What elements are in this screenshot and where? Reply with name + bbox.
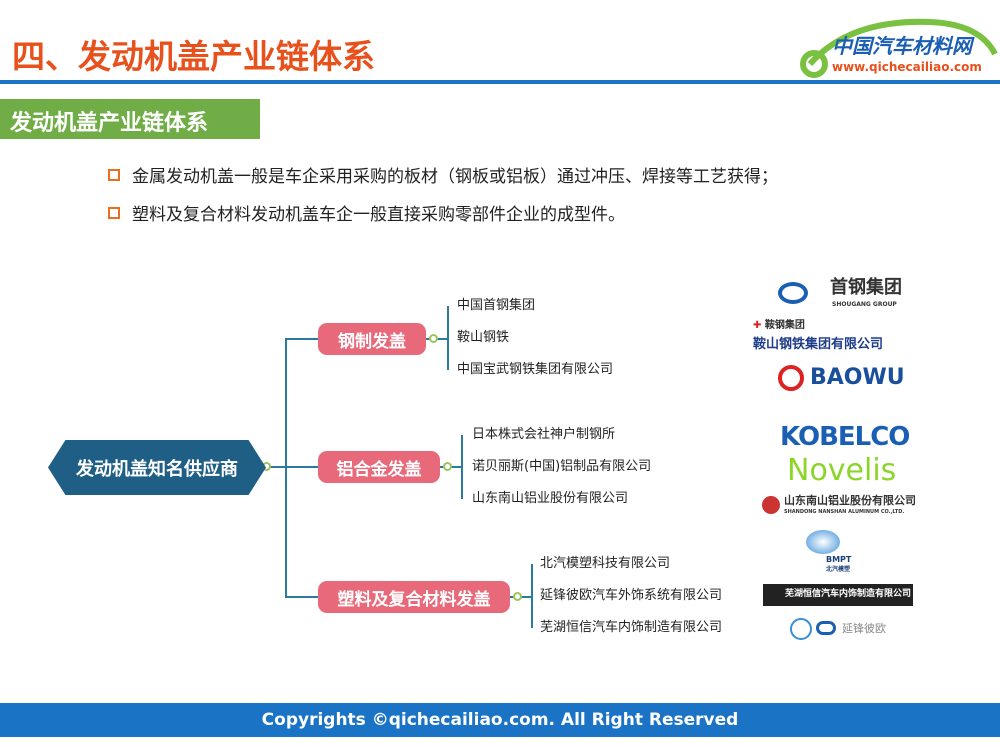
connector bbox=[285, 466, 318, 468]
baowu-logo-icon bbox=[778, 365, 804, 391]
logo-bmpt: BMPT bbox=[826, 555, 852, 564]
angang-icon: ✚ bbox=[753, 320, 762, 331]
node-dot bbox=[443, 462, 452, 471]
connector bbox=[447, 306, 449, 370]
branch-plastic: 塑料及复合材料发盖 bbox=[318, 581, 510, 613]
leaf-item: 鞍山钢铁 bbox=[457, 330, 510, 345]
leaf-item: 山东南山铝业股份有限公司 bbox=[472, 491, 629, 506]
square-bullet-icon bbox=[108, 206, 120, 219]
leaf-item: 延锋彼欧汽车外饰系统有限公司 bbox=[540, 588, 723, 603]
logo-yanfeng: 延锋彼欧 bbox=[842, 622, 886, 635]
bullet-text: 塑料及复合材料发动机盖车企一般直接采购零部件企业的成型件。 bbox=[132, 205, 625, 225]
logo-cn: 中国汽车材料网 bbox=[832, 34, 972, 58]
connector bbox=[285, 596, 318, 598]
page-title: 四、发动机盖产业链体系 bbox=[12, 37, 375, 76]
logo-nanshan: 山东南山铝业股份有限公司 bbox=[784, 494, 916, 507]
leaf-item: 芜湖恒信汽车内饰制造有限公司 bbox=[540, 620, 723, 635]
footer-copyright: Copyrights ©qichecailiao.com. All Right … bbox=[0, 703, 1000, 737]
logo-baowu: BAOWU bbox=[810, 365, 905, 390]
logo-url: www.qichecailiao.com bbox=[832, 60, 982, 74]
leaf-item: 日本株式会社神户制钢所 bbox=[472, 427, 616, 442]
node-dot bbox=[513, 592, 522, 601]
logo-angang: 鞍山钢铁集团有限公司 bbox=[753, 337, 884, 352]
logo-novelis: Novelis bbox=[787, 453, 897, 488]
logo-hengxin: 芜湖恒信汽车内饰制造有限公司 bbox=[763, 584, 913, 606]
connector bbox=[461, 435, 463, 499]
bullet-text: 金属发动机盖一般是车企采用采购的板材（钢板或铝板）通过冲压、焊接等工艺获得； bbox=[132, 167, 778, 187]
connector bbox=[531, 564, 533, 628]
connector bbox=[266, 466, 286, 468]
leaf-item: 北汽模塑科技有限公司 bbox=[540, 556, 671, 571]
section-title: 发动机盖产业链体系 bbox=[0, 99, 260, 139]
root-node: 发动机盖知名供应商 bbox=[48, 440, 266, 495]
leaf-item: 中国首钢集团 bbox=[457, 298, 536, 313]
leaf-item: 诺贝丽斯(中国)铝制品有限公司 bbox=[472, 459, 652, 474]
node-dot bbox=[429, 334, 438, 343]
square-bullet-icon bbox=[108, 168, 120, 181]
header-divider bbox=[0, 80, 1000, 84]
op-logo-icon bbox=[816, 621, 836, 635]
connector bbox=[285, 338, 287, 598]
logo-angang-small: 鞍钢集团 bbox=[764, 320, 805, 331]
leaf-item: 中国宝武钢铁集团有限公司 bbox=[457, 362, 614, 377]
branch-aluminum: 铝合金发盖 bbox=[318, 451, 440, 483]
bullet-item: 塑料及复合材料发动机盖车企一般直接采购零部件企业的成型件。 bbox=[108, 200, 625, 225]
logo-bmpt-cn: 北汽模塑 bbox=[826, 566, 851, 573]
logo-kobelco: KOBELCO bbox=[780, 422, 910, 452]
car-outline-icon bbox=[800, 18, 998, 78]
site-logo: 中国汽车材料网 www.qichecailiao.com bbox=[790, 14, 1000, 78]
branch-steel: 钢制发盖 bbox=[318, 323, 426, 355]
logo-shougang-en: SHOUGANG GROUP bbox=[832, 301, 897, 308]
logo-nanshan-en: SHANDONG NANSHAN ALUMINUM CO.,LTD. bbox=[784, 509, 905, 515]
bmpt-logo-icon bbox=[806, 530, 840, 554]
bullet-item: 金属发动机盖一般是车企采用采购的板材（钢板或铝板）通过冲压、焊接等工艺获得； bbox=[108, 162, 778, 187]
yanfeng-logo-icon bbox=[790, 618, 812, 640]
nanshan-logo-icon bbox=[762, 496, 780, 514]
shougang-logo-icon bbox=[778, 282, 808, 304]
connector bbox=[285, 338, 318, 340]
logo-shougang: 首钢集团 bbox=[830, 277, 902, 298]
